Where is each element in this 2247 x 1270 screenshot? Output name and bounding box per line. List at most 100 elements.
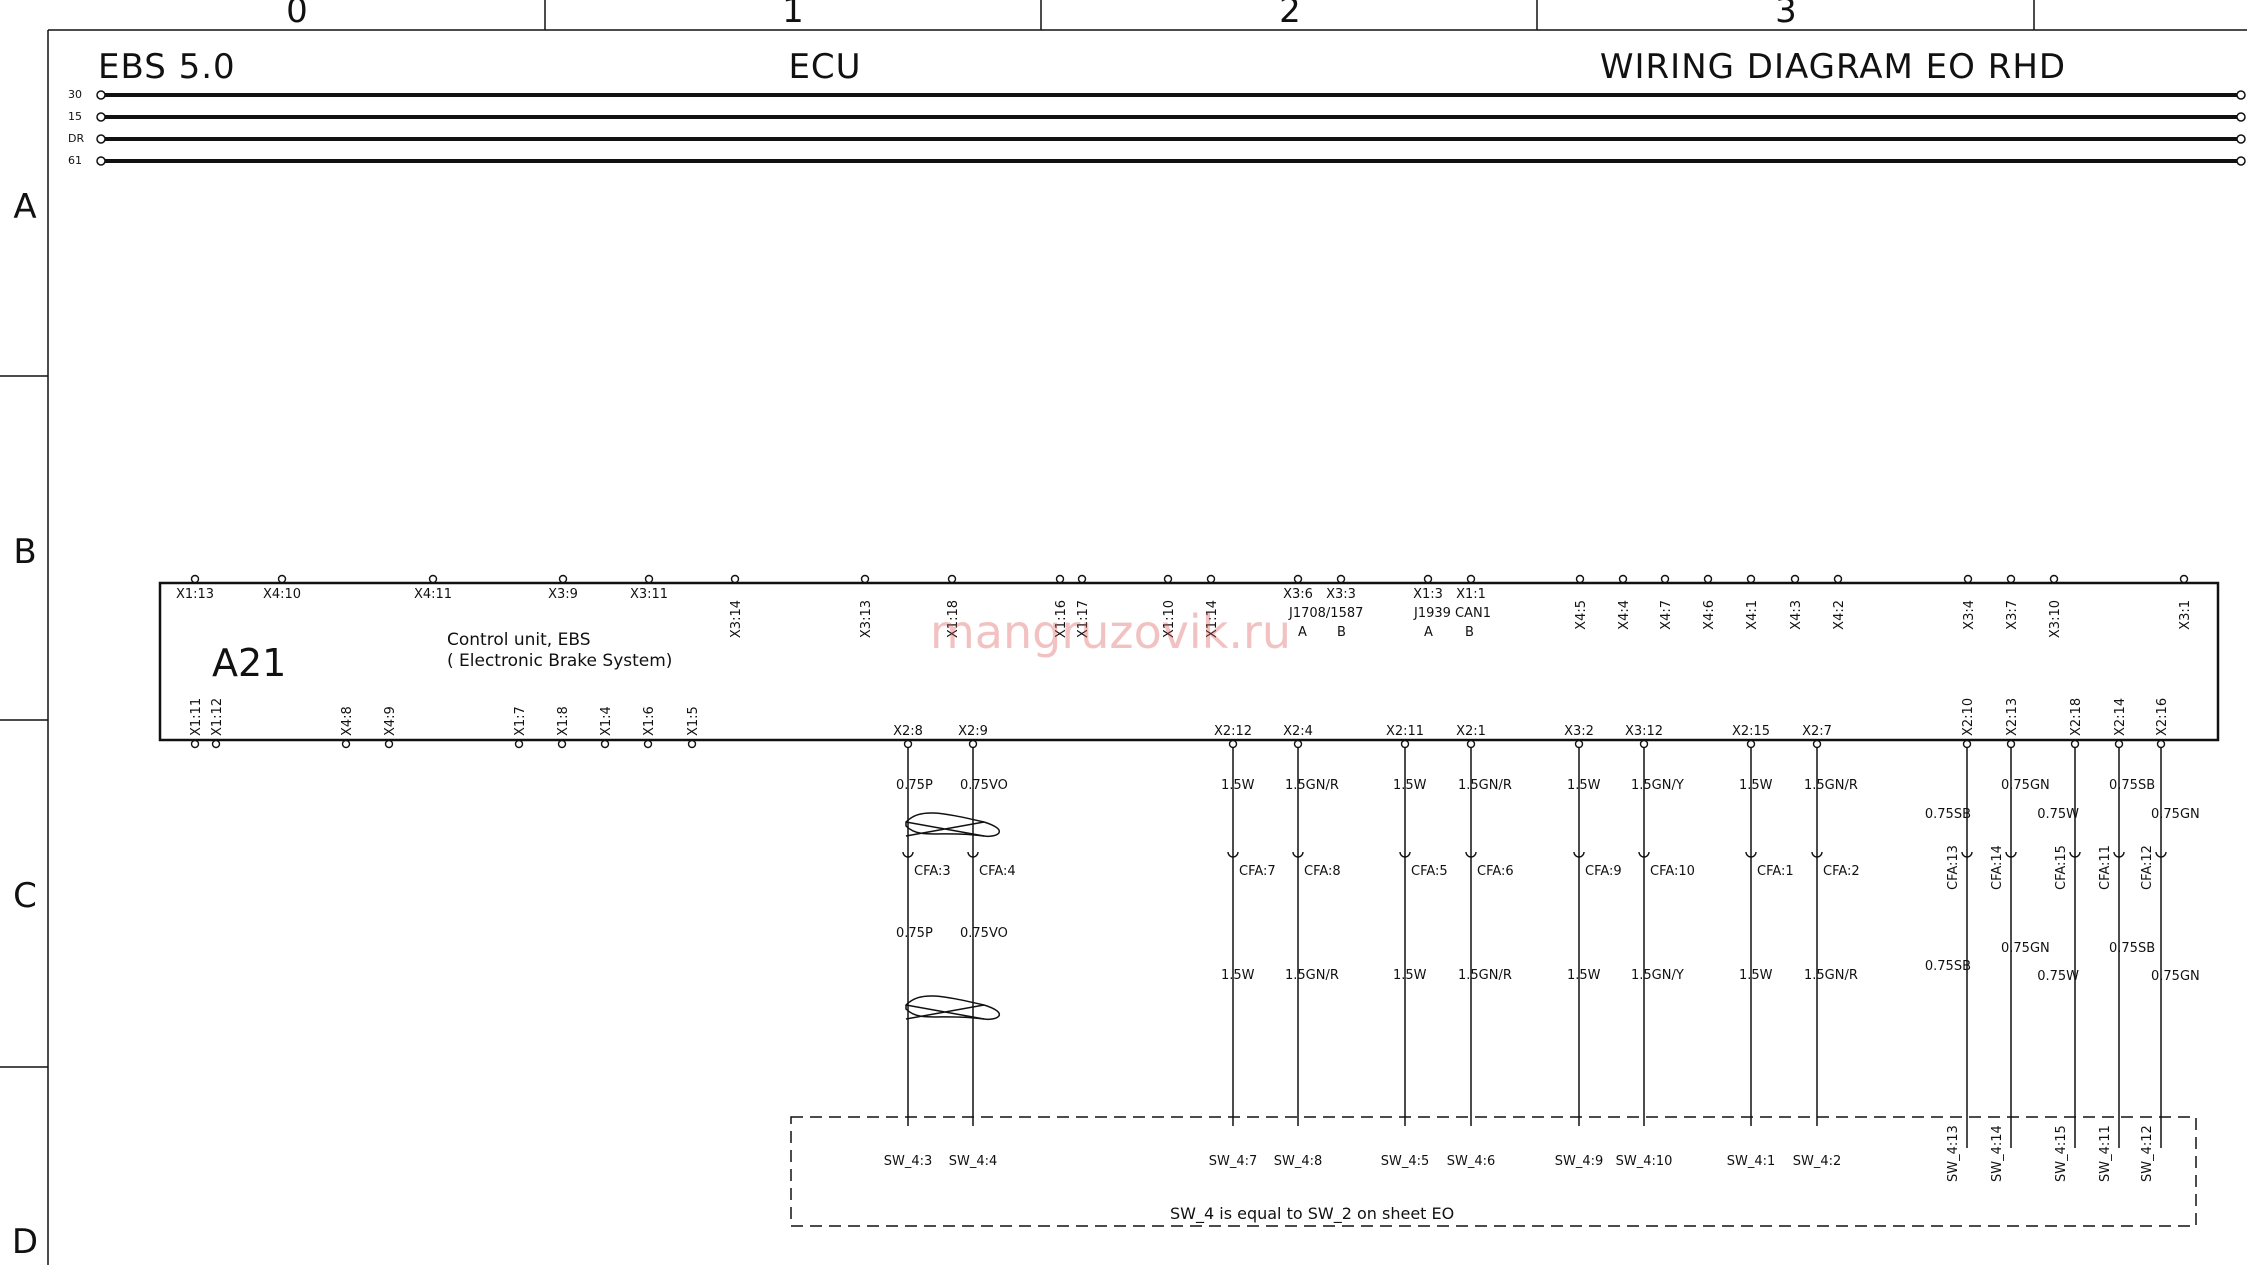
bottom-pin-label: X4:8 (340, 706, 355, 736)
top-pin-label: X4:3 (1789, 600, 1804, 630)
ecu-id: A21 (212, 641, 286, 685)
wire-label: 0.75VO (960, 778, 1008, 793)
top-pin-label: X1:13 (176, 587, 214, 602)
wire-label: 0.75GN (2001, 778, 2050, 793)
sw4-connector-box (790, 1116, 2197, 1227)
pin-terminal (190, 739, 200, 749)
pin-terminal (687, 739, 697, 749)
wire-label: 0.75GN (2151, 807, 2200, 822)
sw-pin-label: SW_4:10 (1616, 1154, 1673, 1169)
pin-label: X2:4 (1283, 724, 1313, 739)
top-pin: X4:3 (1789, 574, 1804, 630)
bus-label-dr: DR (68, 132, 84, 145)
bottom-pin: X1:5 (686, 706, 701, 749)
sw-pin-label: SW_4:8 (1274, 1154, 1323, 1169)
top-pin-label: X1:10 (1162, 600, 1177, 638)
wire-label: 1.5GN/R (1458, 778, 1512, 793)
pin-label: X2:14 (2113, 698, 2128, 736)
ecu-box (158, 581, 2220, 742)
wire-label: 1.5GN/R (1804, 968, 1858, 983)
top-pin: X3:4 (1962, 574, 1977, 630)
pin-label: X2:15 (1732, 724, 1770, 739)
pin-label: X2:18 (2069, 698, 2084, 736)
connector-mark (1465, 851, 1477, 858)
pin-terminal (514, 739, 524, 749)
connector-mark (2113, 851, 2125, 858)
connector-label: CFA:9 (1585, 864, 1622, 879)
twisted-pair-icon (905, 995, 1000, 1021)
top-pin: X1:18 (946, 574, 961, 638)
bottom-pin: X1:8 (556, 706, 571, 749)
column-label-2: 2 (1279, 0, 1301, 31)
wire-label: 0.75SB (2109, 941, 2155, 956)
pin-label: X3:2 (1564, 724, 1594, 739)
sw-pin-label: SW_4:6 (1447, 1154, 1496, 1169)
top-pin-label: X3:1 (2178, 600, 2193, 630)
top-pin-label: X4:6 (1702, 600, 1717, 630)
top-pin-label: X3:7 (2005, 600, 2020, 630)
pin-terminal (428, 574, 438, 584)
connector-label: CFA:1 (1757, 864, 1794, 879)
top-pin-label: X1:18 (946, 600, 961, 638)
wire-label: 1.5W (1221, 778, 1255, 793)
wire-label: 0.75W (2037, 807, 2079, 822)
top-pin: X3:11 (630, 574, 668, 602)
wire-label: 1.5W (1221, 968, 1255, 983)
connector-label: CFA:13 (1946, 845, 1961, 890)
top-pin: X1:13 (176, 574, 214, 602)
pin-label: X2:8 (893, 724, 923, 739)
pin-terminal (1575, 574, 1585, 584)
wire-label: 1.5GN/R (1458, 968, 1512, 983)
pin-label: X3:12 (1625, 724, 1663, 739)
bus-label-15: 15 (68, 110, 82, 123)
wire-label: 1.5GN/Y (1631, 778, 1684, 793)
pin-terminal (860, 574, 870, 584)
pin-terminal (1423, 574, 1433, 584)
top-pin-label: X3:14 (729, 600, 744, 638)
bus-label-30: 30 (68, 88, 82, 101)
wire-label: 1.5W (1567, 968, 1601, 983)
pin-terminal (1660, 574, 1670, 584)
sw-pin-label: SW_4:5 (1381, 1154, 1430, 1169)
pin-terminal (1055, 574, 1065, 584)
wire-label: 0.75W (2037, 969, 2079, 984)
pin-terminal (211, 739, 221, 749)
sw4-note: SW_4 is equal to SW_2 on sheet EO (1170, 1204, 1454, 1224)
diagram-title-right: WIRING DIAGRAM EO RHD (1600, 47, 2066, 87)
sw-pin-label: SW_4:12 (2140, 1125, 2155, 1182)
bottom-pin-label: X1:11 (189, 698, 204, 736)
top-pin: X4:6 (1702, 574, 1717, 630)
top-pin-label: X4:7 (1659, 600, 1674, 630)
bottom-pin: X1:4 (599, 706, 614, 749)
bottom-pin: X4:9 (383, 706, 398, 749)
pin-terminal (558, 574, 568, 584)
top-pin-label: X4:5 (1574, 600, 1589, 630)
top-pin: X4:1 (1745, 574, 1760, 630)
connector-label: CFA:5 (1411, 864, 1448, 879)
connector-label: CFA:3 (914, 864, 951, 879)
top-pin-label: X4:1 (1745, 600, 1760, 630)
diagram-title-left: EBS 5.0 (98, 47, 236, 87)
pin-terminal (190, 574, 200, 584)
column-label-3: 3 (1775, 0, 1797, 31)
row-label-a: A (13, 187, 36, 227)
connector-mark (1227, 851, 1239, 858)
row-label-c: C (13, 876, 37, 916)
ecu-description-1: Control unit, EBS (447, 630, 591, 650)
pin-terminal (1206, 574, 1216, 584)
pin-terminal (1293, 574, 1303, 584)
pin-label: X2:9 (958, 724, 988, 739)
top-pin-label: X1:17 (1076, 600, 1091, 638)
top-pin-label: X1:16 (1054, 600, 1069, 638)
pin-label: X2:1 (1456, 724, 1486, 739)
twisted-pair-icon (905, 812, 1000, 838)
pin-terminal (1077, 574, 1087, 584)
connector-mark (1745, 851, 1757, 858)
pin-terminal (644, 574, 654, 584)
